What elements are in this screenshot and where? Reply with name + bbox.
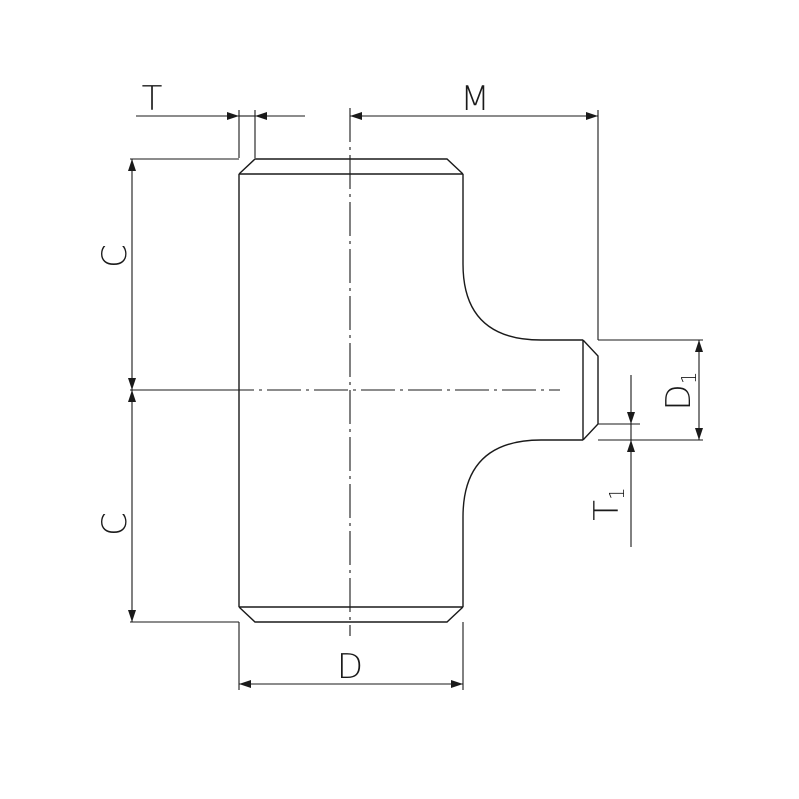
dimension-T: T: [136, 79, 305, 158]
label-C-lower: C: [95, 512, 135, 536]
label-D1: D1: [659, 372, 701, 411]
label-C-upper: C: [95, 244, 135, 268]
label-D: D: [337, 647, 363, 687]
dimension-M: M: [350, 79, 703, 341]
dimension-T1: T1: [587, 375, 640, 547]
centerlines: [130, 108, 560, 636]
dimension-C: C C: [95, 158, 239, 623]
label-T1: T1: [587, 487, 629, 521]
tee-body-outline: [238, 158, 599, 623]
label-T: T: [142, 79, 163, 119]
dimension-D: D: [238, 622, 464, 690]
label-M: M: [460, 79, 489, 119]
dimension-D1: D1: [598, 340, 703, 441]
